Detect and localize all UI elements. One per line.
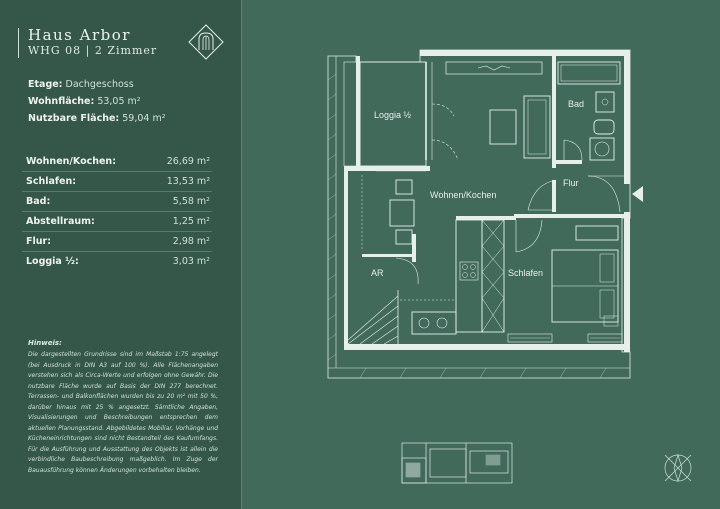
page-title: Haus Arbor [28, 26, 131, 44]
room-area: 13,53 m² [166, 176, 210, 187]
room-name: Loggia ½: [26, 256, 79, 267]
plan-panel [242, 0, 720, 509]
toilet [593, 119, 615, 135]
wardrobe [575, 225, 619, 241]
logo-icon [188, 24, 224, 60]
table-row: Wohnen/Kochen: 26,69 m² [22, 152, 212, 172]
info-panel: Haus Arbor WHG 08 | 2 Zimmer Etage: Dach… [0, 0, 242, 509]
site-plan-icon [401, 442, 513, 484]
table-row: Schlafen: 13,53 m² [22, 172, 212, 192]
sink [595, 91, 615, 113]
label-ar: AR [371, 268, 384, 278]
table-row: Bad: 5,58 m² [22, 192, 212, 212]
stairs [347, 295, 399, 345]
room-name: Schlafen: [26, 176, 77, 187]
area-table: Wohnen/Kochen: 26,69 m² Schlafen: 13,53 … [22, 152, 212, 271]
room-name: Wohnen/Kochen: [26, 156, 116, 167]
compass-icon [664, 453, 692, 483]
page-subtitle: WHG 08 | 2 Zimmer [28, 44, 158, 57]
bathtub [557, 61, 621, 85]
table-row: Abstellraum: 1,25 m² [22, 212, 212, 232]
room-name: Abstellraum: [26, 216, 95, 227]
room-name: Bad: [26, 196, 51, 207]
meta-nutzbare-label: Nutzbare Fläche: [28, 113, 120, 124]
hint-title: Hinweis: [28, 339, 62, 347]
room-area: 1,25 m² [172, 216, 210, 227]
room-area: 3,03 m² [172, 256, 210, 267]
walls [344, 50, 630, 352]
table-row: Loggia ½: 3,03 m² [22, 252, 212, 271]
table-row: Flur: 2,98 m² [22, 232, 212, 252]
meta-etage-label: Etage: [28, 79, 63, 90]
hint-text: Die dargestellten Grundrisse sind im Maß… [28, 351, 218, 474]
label-bad: Bad [568, 99, 584, 109]
meta-etage: Etage: Dachgeschoss [28, 79, 134, 90]
label-loggia: Loggia ½ [374, 110, 412, 120]
room-area: 5,58 m² [172, 196, 210, 207]
roof-hatch [327, 73, 607, 379]
title-accent-bar [18, 28, 19, 58]
meta-nutzbare: Nutzbare Fläche: 59,04 m² [28, 113, 166, 124]
meta-wohnflaeche-label: Wohnfläche: [28, 96, 95, 107]
sofa [523, 95, 551, 159]
entrance-arrow-icon [632, 186, 643, 202]
coffee-table [489, 109, 517, 145]
room-area: 2,98 m² [172, 236, 210, 247]
room-area: 26,69 m² [166, 156, 210, 167]
meta-wohnflaeche: Wohnfläche: 53,05 m² [28, 96, 141, 107]
meta-nutzbare-value: 59,04 m² [122, 113, 166, 124]
washer [589, 137, 615, 161]
meta-wohnflaeche-value: 53,05 m² [97, 96, 141, 107]
label-flur: Flur [563, 178, 579, 188]
label-schlafen: Schlafen [508, 268, 543, 278]
meta-etage-value: Dachgeschoss [65, 79, 134, 90]
room-name: Flur: [26, 236, 51, 247]
label-wohnen: Wohnen/Kochen [430, 190, 496, 200]
